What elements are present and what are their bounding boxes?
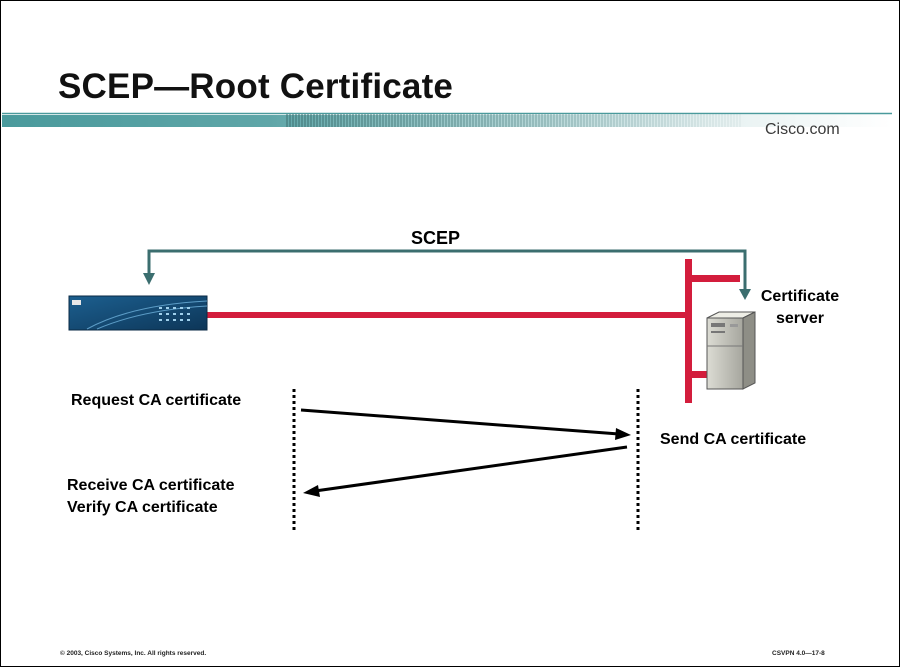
server-label-line2: server (775, 310, 825, 327)
arrowhead-down-icon (739, 289, 751, 300)
scep-label: SCEP (411, 228, 461, 248)
request-arrow (300, 408, 631, 440)
server-label-line1: Certificate (760, 288, 840, 305)
step-verify-label: Verify CA certificate (67, 499, 218, 516)
response-arrow (303, 445, 628, 497)
header-band (2, 112, 892, 127)
footer-copyright: © 2003, Cisco Systems, Inc. All rights r… (60, 650, 207, 657)
network-links (206, 259, 740, 403)
step-send-label: Send CA certificate (660, 431, 807, 448)
network-link (685, 275, 740, 282)
network-backbone (685, 259, 692, 403)
network-link (206, 312, 692, 318)
network-link (685, 371, 709, 378)
slide-title: SCEP—Root Certificate (58, 67, 454, 106)
server-tower-icon (706, 311, 756, 390)
arrowhead-down-icon (143, 273, 155, 285)
server-label: Certificate server (753, 286, 847, 330)
scep-connector (143, 249, 751, 300)
step-receive-label: Receive CA certificate (67, 477, 235, 494)
footer-course-id: CSVPN 4.0—17-8 (772, 650, 825, 657)
cisco-brand-text: Cisco.com (765, 121, 840, 138)
step-request-label: Request CA certificate (71, 392, 242, 409)
vpn-router-icon (68, 295, 208, 331)
